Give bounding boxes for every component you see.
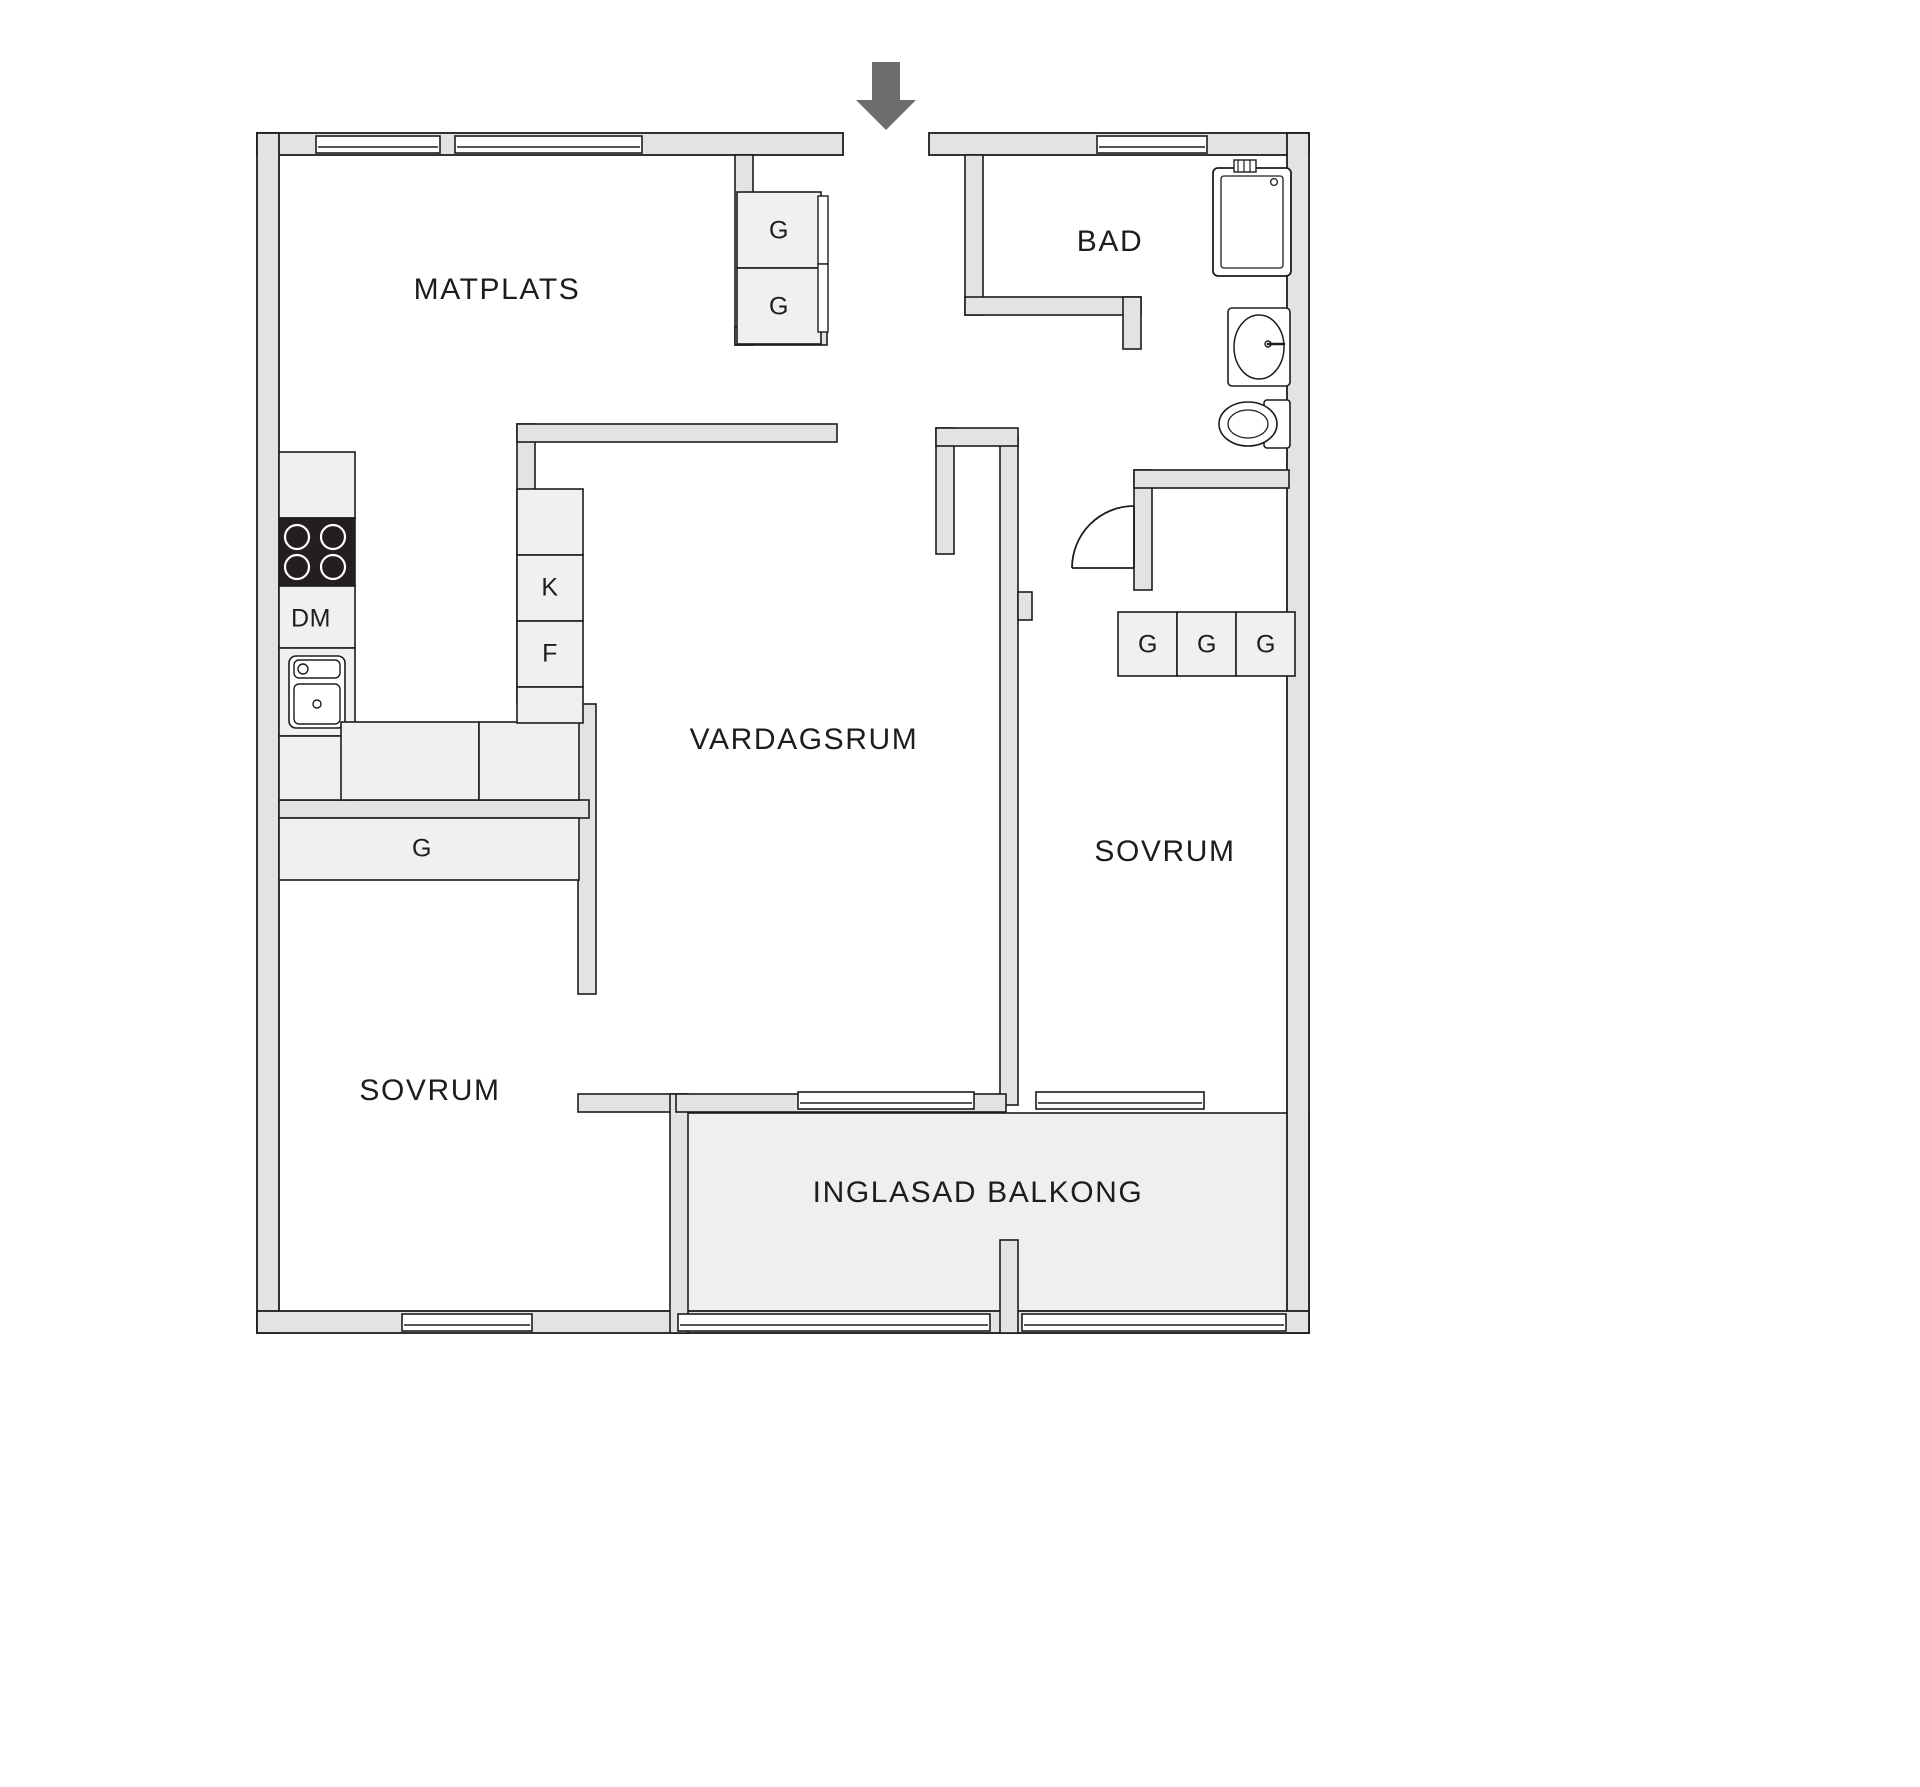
- sink-icon: [288, 655, 346, 729]
- window-bad: [1096, 135, 1208, 154]
- windows: [315, 135, 1287, 1332]
- shower-icon: [1212, 159, 1292, 277]
- window-matplats-2: [454, 135, 643, 154]
- door-swing-icon: [1071, 505, 1135, 569]
- room-labels: MATPLATS BAD VARDAGSRUM SOVRUM SOVRUM IN…: [359, 225, 1235, 1209]
- storage-label-g-hall-top: G: [769, 217, 789, 245]
- bedroom-wardrobes: G G G: [1117, 611, 1296, 677]
- hall-wardrobes: G G: [736, 191, 829, 345]
- window-balkong-lower-right: [1021, 1313, 1287, 1332]
- kitchen-column: K F: [516, 488, 584, 724]
- room-label-balkong: INGLASAD BALKONG: [813, 1176, 1144, 1209]
- storage-label-g-bed-3: G: [1256, 631, 1276, 659]
- window-matplats-1: [315, 135, 441, 154]
- room-label-matplats: MATPLATS: [414, 273, 581, 306]
- window-balkong-upper-left: [797, 1091, 975, 1110]
- storage-label-g-kitchen: G: [412, 835, 432, 863]
- storage-label-g-bed-2: G: [1197, 631, 1217, 659]
- room-label-vardagsrum: VARDAGSRUM: [690, 723, 919, 756]
- room-label-sovrum-ost: SOVRUM: [1094, 835, 1235, 868]
- room-label-sovrum-syd: SOVRUM: [359, 1074, 500, 1107]
- entry-arrow: [856, 62, 916, 130]
- appliance-label-k: K: [541, 574, 558, 602]
- window-balkong-lower-left: [677, 1313, 991, 1332]
- storage-label-g-hall-bottom: G: [769, 293, 789, 321]
- room-label-bad: BAD: [1077, 225, 1144, 258]
- appliance-label-dm: DM: [291, 605, 331, 633]
- kitchen-counters: DM: [278, 451, 580, 801]
- kitchen-wardrobe: G: [278, 817, 580, 881]
- toilet-icon: [1218, 399, 1291, 449]
- storage-label-g-bed-1: G: [1138, 631, 1158, 659]
- window-sovrum-syd: [401, 1313, 533, 1332]
- balcony-floor: [675, 1112, 1310, 1334]
- washbasin-icon: [1227, 307, 1291, 387]
- appliance-label-f: F: [542, 640, 558, 668]
- bathroom-fixtures: [1212, 159, 1292, 449]
- window-balkong-upper-right: [1035, 1091, 1205, 1110]
